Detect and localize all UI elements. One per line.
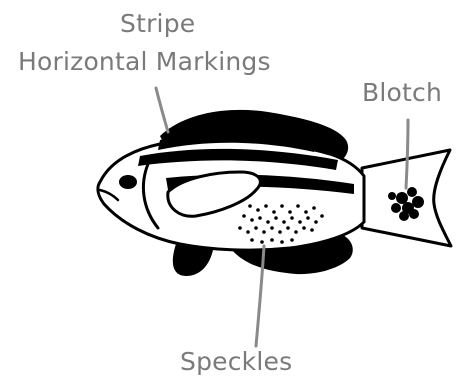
label-speckles: Speckles <box>180 348 292 376</box>
blotch-leader-line <box>406 120 408 188</box>
label-stripe: Stripe <box>120 10 195 38</box>
label-blotch: Blotch <box>362 79 442 107</box>
fish-eye <box>119 175 137 189</box>
stripe-leader-line <box>156 88 168 132</box>
label-horizontal-markings: Horizontal Markings <box>18 48 271 76</box>
